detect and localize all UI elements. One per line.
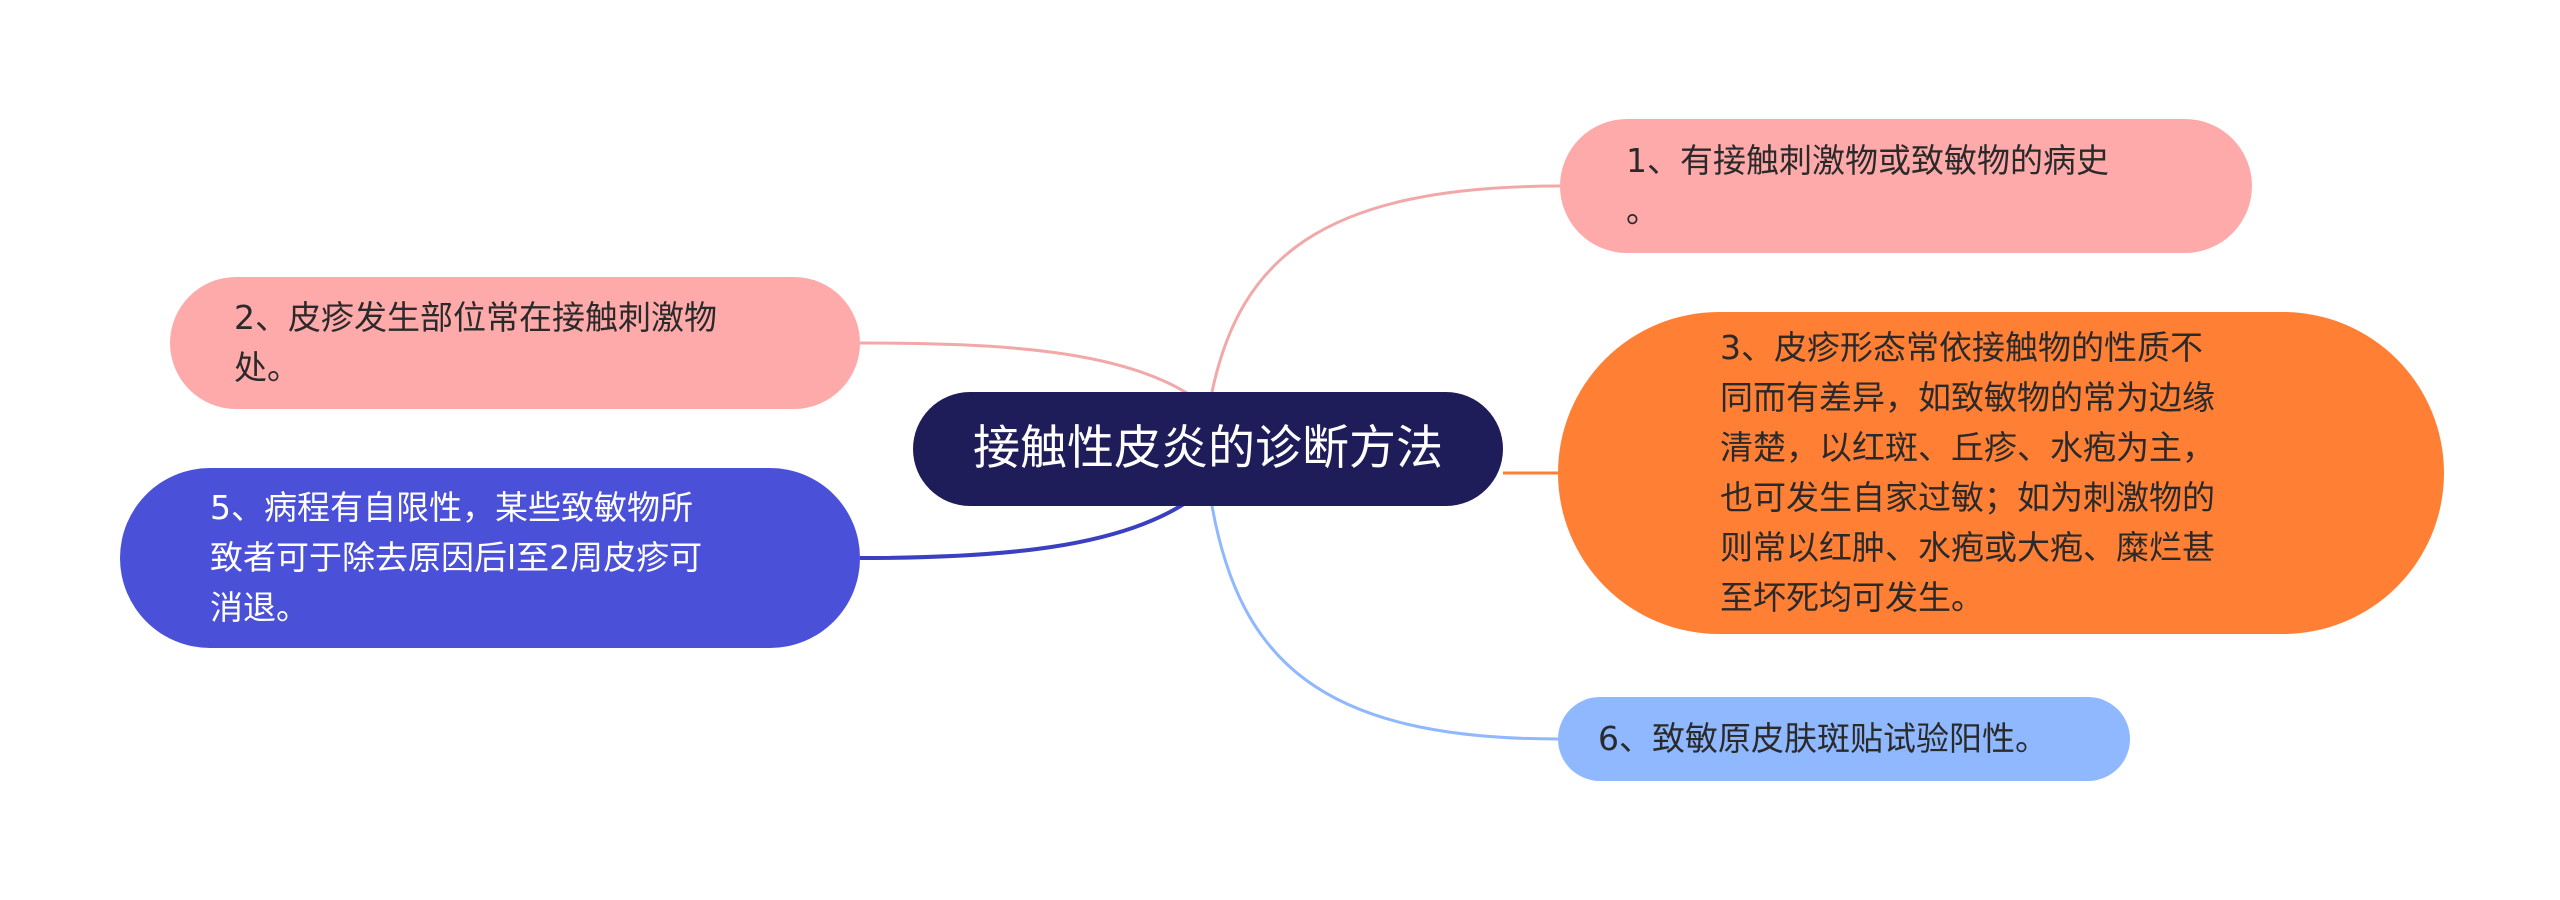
branch-topic-6[interactable]: 6、致敏原皮肤斑贴试验阳性。	[1558, 697, 2130, 781]
connector-n1	[1210, 184, 1561, 393]
branch-topic-5[interactable]: 5、病程有自限性，某些致敏物所 致者可于除去原因后l至2周皮疹可 消退。	[120, 468, 860, 648]
central-topic-label: 接触性皮炎的诊断方法	[973, 421, 1443, 476]
connector-n6	[1210, 505, 1559, 741]
branch-topic-label: 2、皮疹发生部位常在接触刺激物 处。	[234, 298, 717, 387]
branch-topic-label: 6、致敏原皮肤斑贴试验阳性。	[1598, 719, 2048, 758]
branch-topic-label: 1、有接触刺激物或致敏物的病史 。	[1626, 141, 2109, 230]
branch-topic-label: 3、皮疹形态常依接触物的性质不 同而有差异，如致敏物的常为边缘 清楚，以红斑、丘…	[1720, 328, 2215, 617]
connector-n2	[859, 341, 1191, 397]
central-topic[interactable]: 接触性皮炎的诊断方法	[913, 392, 1503, 506]
branch-topic-1[interactable]: 1、有接触刺激物或致敏物的病史 。	[1560, 119, 2252, 253]
branch-topic-3[interactable]: 3、皮疹形态常依接触物的性质不 同而有差异，如致敏物的常为边缘 清楚，以红斑、丘…	[1558, 312, 2444, 634]
branch-topic-label: 5、病程有自限性，某些致敏物所 致者可于除去原因后l至2周皮疹可 消退。	[210, 488, 703, 627]
branch-topic-2[interactable]: 2、皮疹发生部位常在接触刺激物 处。	[170, 277, 860, 409]
connector-n5	[859, 498, 1192, 560]
